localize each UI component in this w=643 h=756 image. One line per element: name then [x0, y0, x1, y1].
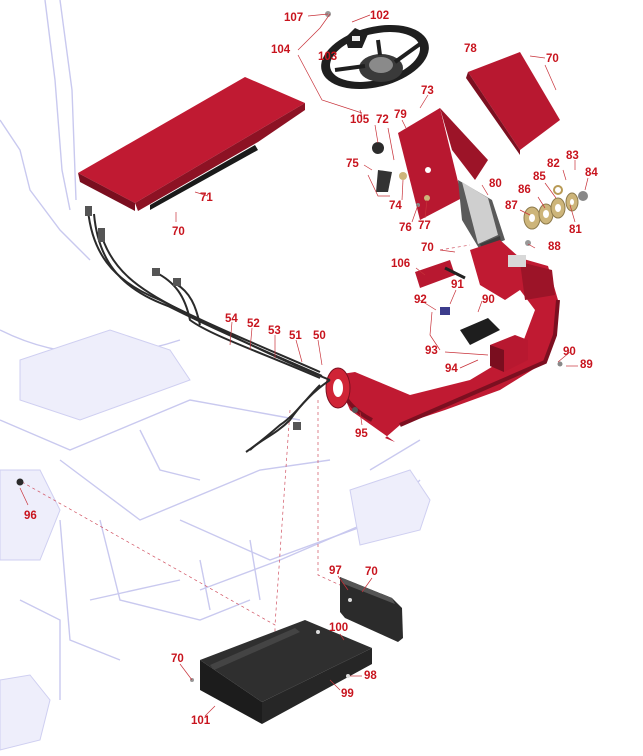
callout-103: 103 [318, 51, 337, 63]
callout-91: 91 [451, 279, 464, 291]
reference-lines [21, 244, 471, 660]
callout-89: 89 [580, 359, 593, 371]
callout-106: 106 [391, 258, 410, 270]
callout-94: 94 [445, 363, 458, 375]
callout-50: 50 [313, 330, 326, 342]
callout-51: 51 [289, 330, 302, 342]
wiring-harness [87, 209, 331, 453]
clamp-assembly [415, 260, 500, 345]
callout-72: 72 [376, 114, 389, 126]
callout-79: 79 [394, 109, 407, 121]
callout-86: 86 [518, 184, 531, 196]
callout-70-pan: 70 [171, 653, 184, 665]
callout-53: 53 [268, 325, 281, 337]
callout-52: 52 [247, 318, 260, 330]
callout-77: 77 [418, 220, 431, 232]
floor-mat [78, 77, 305, 211]
callout-87: 87 [505, 200, 518, 212]
wheel-cap [345, 28, 368, 48]
vehicle-frame-outline [0, 0, 431, 751]
callout-82: 82 [547, 158, 560, 170]
side-panel [340, 577, 403, 642]
leader-lines [19, 13, 589, 717]
callout-80: 80 [489, 178, 502, 190]
callout-96: 96 [24, 510, 37, 522]
callout-83: 83 [566, 150, 579, 162]
plug-96 [16, 478, 24, 486]
floor-pan [190, 620, 372, 724]
callout-88: 88 [548, 241, 561, 253]
lever-bracket [372, 142, 430, 207]
callout-90-lower: 90 [563, 346, 576, 358]
callout-71: 71 [200, 192, 213, 204]
callout-70-panel: 70 [365, 566, 378, 578]
callout-107: 107 [284, 12, 303, 24]
callout-93: 93 [425, 345, 438, 357]
washer-stack [523, 185, 588, 246]
support-bracket [490, 335, 528, 372]
callout-92: 92 [414, 294, 427, 306]
callout-102: 102 [370, 10, 389, 22]
callout-74: 74 [389, 200, 402, 212]
callout-90-upper: 90 [482, 294, 495, 306]
callout-97: 97 [329, 565, 342, 577]
callout-78: 78 [464, 43, 477, 55]
callout-73: 73 [421, 85, 434, 97]
callout-104: 104 [271, 44, 291, 56]
callout-70-mat: 70 [172, 226, 185, 238]
column-bracket [398, 108, 488, 220]
console-cover [466, 52, 560, 155]
callout-99: 99 [341, 688, 354, 700]
callout-70-mid: 70 [421, 242, 434, 254]
callout-76: 76 [399, 222, 412, 234]
bolt-89 [557, 361, 563, 367]
callout-81: 81 [569, 224, 582, 236]
callout-labels: 107 102 104 103 78 70 73 105 72 79 75 71… [24, 10, 598, 727]
callout-70-top: 70 [546, 53, 559, 65]
callout-100: 100 [329, 622, 348, 634]
column-tube [325, 240, 560, 442]
callout-101: 101 [191, 715, 211, 727]
callout-85: 85 [533, 171, 546, 183]
callout-98: 98 [364, 670, 377, 682]
callout-84: 84 [585, 167, 598, 179]
callout-95: 95 [355, 428, 368, 440]
callout-54: 54 [225, 313, 238, 325]
callout-75: 75 [346, 158, 359, 170]
harness-connectors [85, 206, 358, 430]
callout-105: 105 [350, 114, 370, 126]
